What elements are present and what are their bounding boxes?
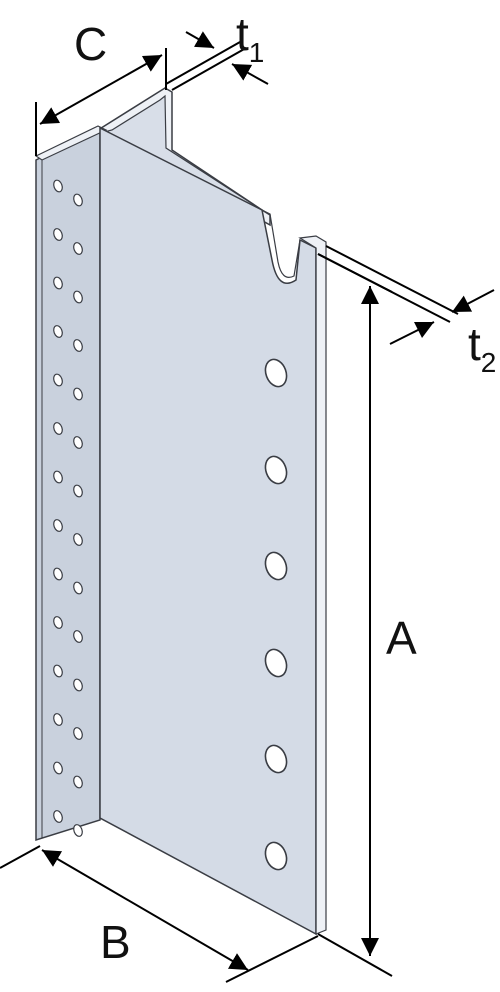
small-hole xyxy=(73,436,83,449)
dimension-a xyxy=(317,253,393,977)
small-hole xyxy=(53,422,63,435)
label-t2: t2 xyxy=(468,318,496,378)
large-hole xyxy=(264,551,288,581)
small-holes xyxy=(53,179,83,837)
dimension-t1 xyxy=(165,31,269,91)
small-hole xyxy=(73,630,83,643)
small-hole xyxy=(73,824,83,837)
small-hole xyxy=(53,373,63,387)
small-hole xyxy=(53,179,63,193)
label-t1-subscript: 1 xyxy=(249,37,265,68)
small-hole xyxy=(53,276,63,290)
label-c: C xyxy=(74,18,107,70)
small-hole xyxy=(73,678,83,692)
small-hole xyxy=(73,290,83,304)
small-hole xyxy=(73,775,83,789)
small-hole xyxy=(73,242,83,255)
small-hole xyxy=(53,664,63,678)
small-hole xyxy=(73,581,83,595)
label-b: B xyxy=(100,916,131,968)
small-hole xyxy=(53,567,63,581)
small-hole xyxy=(53,519,63,532)
label-t2-subscript: 2 xyxy=(481,347,497,378)
small-hole xyxy=(73,387,83,401)
large-hole xyxy=(264,455,288,485)
large-holes xyxy=(264,358,288,871)
label-a: A xyxy=(386,612,417,664)
large-hole xyxy=(264,841,288,871)
small-hole xyxy=(73,339,83,352)
label-t2-main: t xyxy=(468,318,481,370)
small-hole xyxy=(53,616,63,629)
dimension-b xyxy=(0,845,319,983)
small-hole xyxy=(53,713,63,726)
small-hole xyxy=(53,761,63,775)
small-hole xyxy=(73,193,83,207)
label-t1: t1 xyxy=(236,8,264,68)
small-hole xyxy=(73,727,83,740)
large-hole xyxy=(264,648,288,678)
small-hole xyxy=(53,810,63,823)
large-hole xyxy=(264,744,288,774)
side-plate xyxy=(34,125,108,842)
small-hole xyxy=(53,325,63,338)
small-hole xyxy=(53,228,63,241)
small-hole xyxy=(53,470,63,484)
small-hole xyxy=(73,484,83,498)
main-plate xyxy=(99,126,327,936)
large-hole xyxy=(264,358,288,388)
small-hole xyxy=(73,533,83,546)
label-t1-main: t xyxy=(236,8,249,60)
